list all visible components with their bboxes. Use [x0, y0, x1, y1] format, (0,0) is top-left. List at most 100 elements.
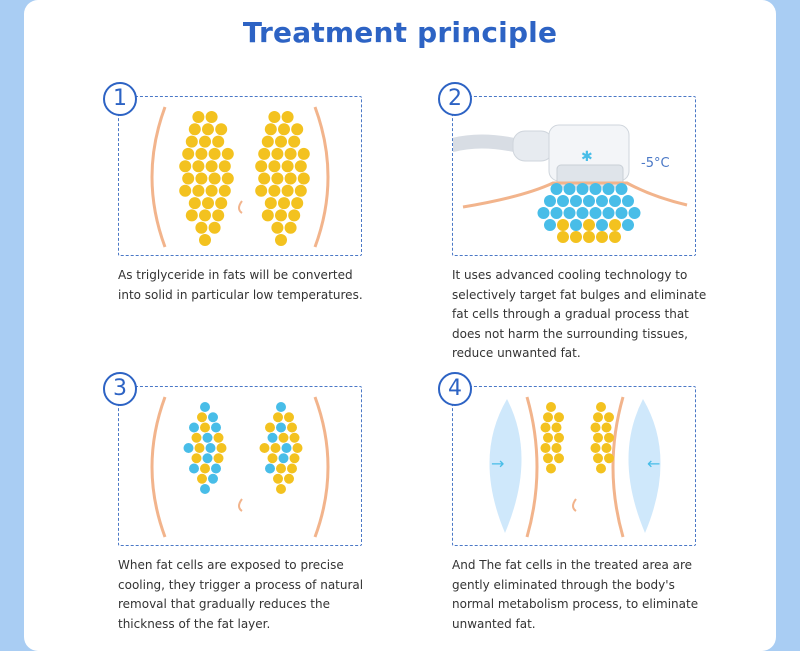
fat-cell [218, 184, 231, 197]
cold-cell [278, 453, 289, 464]
fat-cell [601, 422, 612, 433]
fat-cell [205, 160, 218, 173]
fat-cell-cluster-left [179, 111, 234, 246]
fat-cell [593, 453, 603, 464]
cold-cell [596, 219, 608, 231]
cold-cell [205, 443, 216, 453]
fat-cell [199, 209, 211, 222]
fat-cell [215, 123, 228, 136]
fat-cell [195, 221, 208, 234]
fat-cell [271, 147, 284, 160]
cold-cell [589, 183, 602, 195]
cold-cell [563, 207, 576, 219]
fat-cell [284, 172, 297, 185]
fat-cell [276, 484, 286, 494]
fat-cell [191, 432, 202, 443]
cold-cell [583, 195, 595, 207]
content-card: Treatment principle 1 As triglyceride in… [24, 0, 776, 651]
cold-cell [596, 195, 608, 207]
cold-cell [570, 195, 582, 207]
fat-cell [601, 443, 612, 453]
fat-cell [195, 172, 208, 185]
cooled-fat-cluster [537, 183, 641, 243]
fat-cell [546, 402, 556, 412]
fat-cell [192, 184, 205, 197]
temperature-label: -5°C [641, 156, 670, 171]
cold-cell [550, 207, 563, 219]
fat-cell [200, 463, 210, 474]
fat-cell [284, 412, 294, 423]
mixed-cell-cluster-right [259, 402, 303, 494]
step-4-illustration: → ← [452, 386, 696, 546]
fat-cell [213, 432, 224, 443]
fat-cell [188, 197, 201, 210]
arrow-right-icon: → [491, 454, 504, 473]
fat-cell [261, 209, 274, 222]
snowflake-icon: ✱ [581, 149, 593, 165]
fat-cell [294, 160, 307, 173]
fat-cell [205, 111, 218, 123]
cold-cell [281, 443, 292, 453]
skin-curve-left [525, 396, 539, 538]
fat-cell [583, 219, 595, 231]
fat-cell [570, 231, 582, 243]
cold-cell [189, 463, 199, 474]
fat-cell [278, 432, 289, 443]
cold-cell [208, 473, 218, 484]
fat-cell [609, 231, 621, 243]
skin-curve-right [611, 396, 625, 538]
fat-cell [264, 123, 277, 136]
fat-cell [192, 111, 205, 123]
fat-cell [546, 463, 556, 474]
droplet-mark [238, 498, 243, 512]
fat-cell [554, 412, 564, 423]
cooling-device-diagram: ✱ -5°C [453, 124, 688, 243]
fat-cell [197, 412, 207, 423]
fat-cell [275, 209, 287, 222]
cold-wave-left [489, 399, 522, 533]
fat-cell [182, 172, 195, 185]
cold-cell [265, 463, 275, 474]
fat-cell [182, 147, 195, 160]
fat-cell [604, 453, 614, 464]
metabolism-diagram: → ← [489, 396, 661, 538]
fat-cell [205, 184, 218, 197]
step-1-illustration [118, 96, 362, 256]
fat-cell [278, 197, 290, 210]
cold-cell [208, 412, 218, 423]
step-4-number: 4 [438, 372, 472, 406]
fat-cell [284, 473, 294, 484]
fat-cell [197, 473, 207, 484]
fat-cell [188, 123, 201, 136]
cold-cell [189, 422, 199, 433]
droplet-mark [572, 498, 577, 512]
shrunk-cell-cluster-left [540, 402, 564, 474]
mixed-cell-cluster-left [183, 402, 227, 494]
fat-cell [261, 135, 274, 148]
fat-cell [276, 463, 286, 474]
fat-cell [557, 219, 569, 231]
fat-cell [590, 422, 601, 433]
fat-cell [268, 111, 281, 123]
fat-cell [271, 221, 284, 234]
fat-cell [213, 453, 224, 464]
fat-cell [281, 111, 294, 123]
cold-cell [183, 443, 194, 453]
fat-cell [543, 412, 553, 423]
fat-cell [268, 184, 281, 197]
fat-cell [259, 443, 270, 453]
cold-cell [276, 422, 286, 433]
step-3-illustration [118, 386, 362, 546]
fat-cell [199, 135, 211, 148]
fat-cell [199, 234, 211, 246]
cold-cell [576, 183, 589, 195]
fat-cell [554, 453, 564, 464]
cold-cell [537, 207, 550, 219]
skin-curve-right [313, 396, 330, 538]
fat-cell [179, 184, 192, 197]
fat-cell [281, 184, 294, 197]
cold-cell [576, 207, 589, 219]
fat-cell [255, 160, 268, 173]
step-4-description: And The fat cells in the treated area ar… [452, 558, 699, 631]
fat-cell [264, 197, 277, 210]
